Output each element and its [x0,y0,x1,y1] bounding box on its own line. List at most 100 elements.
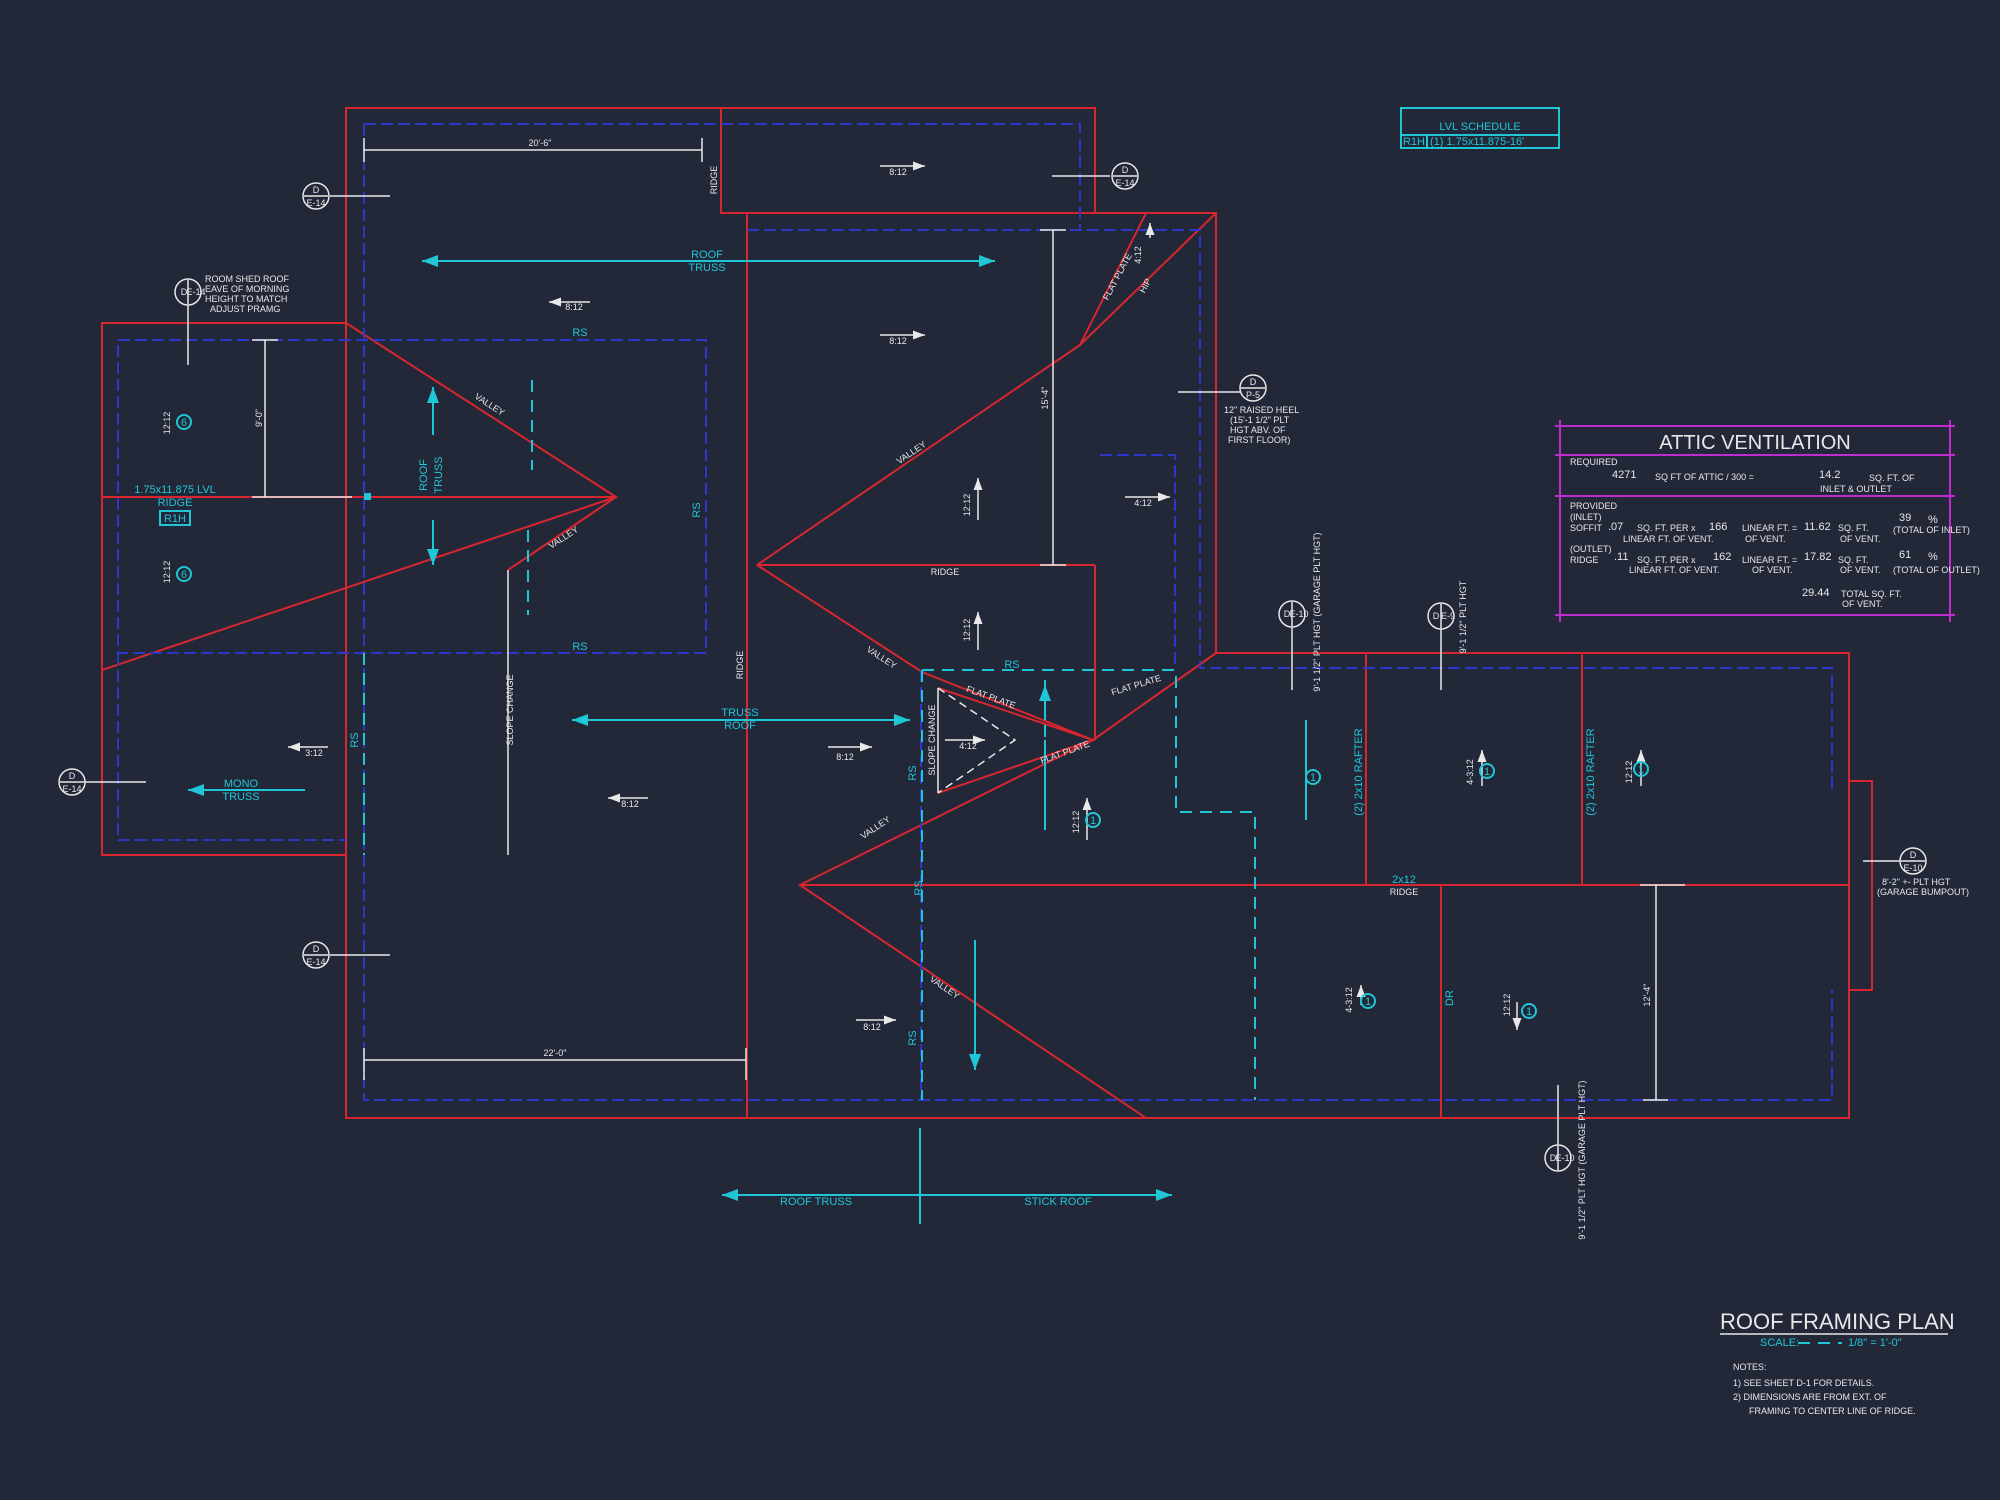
section-tag: D E-14 [174,278,206,365]
stick-roof-region [363,380,1256,1100]
soffit-label: SOFFIT [1570,523,1602,533]
total-of-outlet: (TOTAL OF OUTLET) [1893,565,1980,575]
svg-text:D: D [313,185,320,195]
rafter-label: (2) 2x10 RAFTER [1353,728,1365,815]
lvl-ridge-note: 1.75x11.875 LVL RIDGE R1H [134,484,371,526]
pitch: 8:12 [889,336,907,346]
svg-text:E-10: E-10 [1903,863,1922,873]
section-tag: D E-14 [302,941,390,969]
rs-label: RS [913,880,925,895]
garage-note-line: 8'-2" +- PLT HGT [1882,877,1951,887]
section-tag: D E-10 [1863,847,1927,875]
req-unit: SQ. FT. OF [1869,473,1915,483]
pitch: 12:12 [1502,994,1512,1017]
sheet-title: ROOF FRAMING PLAN [1720,1309,1955,1334]
lvl-schedule-mark: R1H [1403,136,1425,148]
detail-circles: 6 6 1 1 1 1 1 1 [176,414,1649,1019]
req-unit-2: INLET & OUTLET [1820,484,1892,494]
rs-labels: RS RS RS RS RS RS RS RS RIDGE RIDGE RIDG… [349,166,1456,1046]
note-line: 1) SEE SHEET D-1 FOR DETAILS. [1733,1378,1874,1388]
pitch: 3:12 [305,748,323,758]
pitch: 12:12 [1624,761,1634,784]
attic-ventilation-table: ATTIC VENTILATION REQUIRED 4271 SQ FT OF… [1555,420,1980,622]
scale-label: SCALE: [1760,1337,1799,1349]
soffit-len: 166 [1709,521,1727,533]
ridge-2x12: 2x12 [1392,874,1416,886]
ridge-label: RIDGE [1390,887,1419,897]
heel-note-line: 12" RAISED HEEL [1224,405,1299,415]
provided-label: PROVIDED [1570,501,1618,511]
pitch: 8:12 [863,1022,881,1032]
garage-note: 9'-1 1/2" PLT HGT (GARAGE PLT HGT) [1577,1080,1587,1239]
section-tag: D E-14 [302,182,390,210]
rs-label: RS [572,641,587,653]
pitch: 4:12 [959,741,977,751]
flat-plate-label: FLAT PLATE [1101,251,1134,301]
soffit-area: 11.62 [1804,521,1831,533]
total-label-2: OF VENT. [1842,599,1883,609]
dimension-lines: 20'-6" 22'-0" 9'-0" 15'-4" 12'-4" [252,138,1685,1101]
ridge-vent-label: RIDGE [1570,555,1599,565]
label-truss-roof-2: ROOF [724,720,756,732]
label-dr: DR [1444,990,1456,1006]
of-vent: OF VENT. [1840,534,1881,544]
svg-text:P-5: P-5 [1246,390,1260,400]
required-label: REQUIRED [1570,457,1618,467]
pitch: 8:12 [621,799,639,809]
svg-text:D: D [313,944,320,954]
attic-sqft: 4271 [1612,469,1636,481]
svg-text:D: D [69,771,76,781]
ridge-len: 162 [1713,551,1731,563]
of-vent: OF VENT. [1752,565,1793,575]
valley-label: VALLEY [473,391,506,418]
pitch: 12:12 [962,494,972,517]
section-tag: D E-10 [1544,1085,1575,1172]
garage-note: 9'-1 1/2" PLT HGT [1458,580,1468,653]
dim-left-vertical: 9'-0" [254,409,264,427]
ridge-area: 17.82 [1804,551,1832,563]
label-roof-truss-top: ROOF [691,249,723,261]
slope-change-label: SLOPE CHANGE [505,674,515,745]
valley-label: VALLEY [865,644,898,671]
label-roof-truss-left: ROOF [418,459,430,491]
pitch: 8:12 [836,752,854,762]
rs-label: RS [907,1030,919,1045]
section-tag: D E-14 [58,768,146,796]
dim-top: 20'-6" [529,138,552,148]
sqft-per: SQ. FT. PER x [1637,555,1696,565]
label-mono-2: TRUSS [222,791,259,803]
total-label: TOTAL SQ. FT. [1841,589,1902,599]
pitch: 12:12 [962,619,972,642]
dim-mid-vertical: 15'-4" [1040,387,1050,410]
lvl-schedule: LVL SCHEDULE R1H (1) 1.75x11.875-16' [1400,107,1560,149]
lin-ft-vent: LINEAR FT. OF VENT. [1629,565,1720,575]
ridge-rate: .11 [1614,551,1628,563]
svg-text:E-10: E-10 [1289,609,1308,619]
dim-right-vertical: 12'-4" [1642,984,1652,1007]
heel-note-line: HGT ABV. OF [1230,425,1286,435]
pitch: 4-3:12 [1465,759,1475,785]
heel-note-line: (15'-1 1/2" PLT [1230,415,1290,425]
roof-outline [101,107,1873,1119]
rs-label: RS [907,765,919,780]
pitch: 12:12 [162,561,172,584]
hip-label: HIP [1137,277,1153,295]
lvl-note: 1.75x11.875 LVL [134,484,216,496]
pitch: 4-3:12 [1344,987,1354,1013]
slope-change-label: SLOPE CHANGE [927,704,937,775]
detail-number: 1 [1638,764,1644,776]
dim-bottom: 22'-0" [544,1048,567,1058]
rafter-labels: (2) 2x10 RAFTER (2) 2x10 RAFTER [1353,728,1597,815]
garage-note: 9'-1 1/2" PLT HGT (GARAGE PLT HGT) [1312,532,1322,691]
lvl-tag: R1H [164,513,186,525]
flat-plate-label: FLAT PLATE [1039,739,1091,766]
lin-ft: LINEAR FT. = [1742,523,1797,533]
svg-text:D: D [1284,609,1291,619]
label-mono: MONO [224,778,259,790]
rs-label: RS [572,327,587,339]
section-tag: D P-5 [1178,374,1267,402]
svg-text:E-14: E-14 [1115,178,1134,188]
pitch: 4:12 [1134,498,1152,508]
lvl-note-ridge: RIDGE [158,497,193,509]
